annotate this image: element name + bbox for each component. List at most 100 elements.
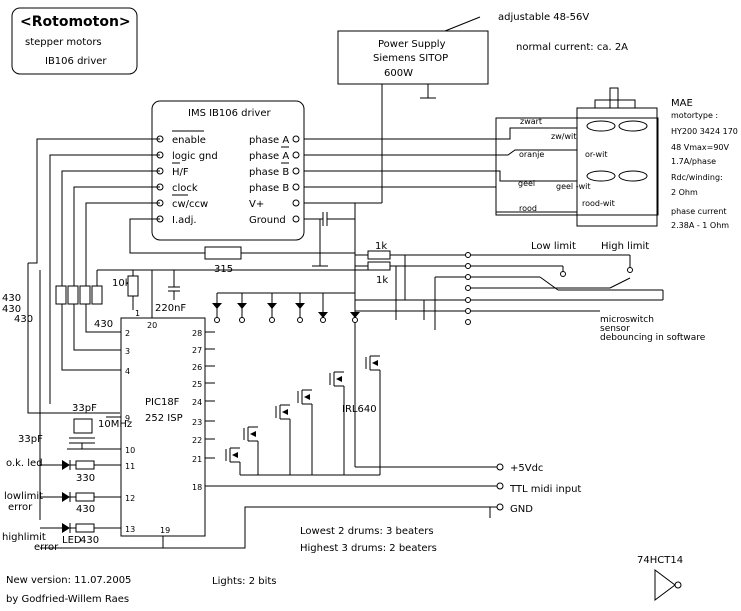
wire-roodwit: rood-wit [582, 199, 615, 208]
ps-note-adjustable: adjustable 48-56V [498, 12, 589, 23]
c220-label: 220nF [155, 303, 186, 314]
driver-left-pin-label: I.adj. [172, 215, 197, 226]
r430-3: 430 [14, 314, 33, 325]
lowlimit-label1: lowlimit [4, 491, 43, 502]
driver-left-pin-label: clock [172, 183, 198, 194]
mosfet [232, 452, 238, 458]
driver-right-pin-label: Ground [249, 215, 286, 226]
pic-right-pin-label: 25 [192, 380, 202, 389]
ok-led-label: o.k. led [6, 458, 43, 469]
limit-note2: sensor [600, 324, 630, 334]
terminal-5v: +5Vdc [510, 463, 543, 474]
r1k-a: 1k [375, 241, 387, 252]
pic-right-pin-label: 24 [192, 398, 202, 407]
driver-right-pin-label: V+ [249, 199, 264, 210]
motor-spec-line: 2.38A - 1 Ohm [671, 221, 729, 230]
footer-line2: by Godfried-Willem Raes [6, 594, 129, 605]
led-diode [62, 523, 70, 533]
pic-left-pin-label: 4 [125, 367, 130, 376]
note-ic: 74HCT14 [637, 555, 683, 566]
pic-left-pin-label: 10 [125, 446, 135, 455]
led-resistor [75, 523, 95, 533]
driver-left-pin-label: H/F [172, 167, 189, 178]
terminal-gnd: GND [510, 504, 533, 515]
led-resistor [75, 460, 95, 470]
pic-right-pin-label: 18 [192, 483, 202, 492]
r430-2: 430 [2, 304, 21, 315]
wire-geel: geel [518, 179, 535, 188]
low-limit-label: Low limit [531, 241, 576, 252]
driver-left-pin-label: cw/ccw [172, 199, 208, 210]
driver-right-pin-label: phase B [249, 183, 289, 194]
driver-right-pin [292, 183, 300, 191]
title-box: <Rotomoton> stepper motors IB106 driver [11, 7, 138, 75]
wire-orwit: or-wit [585, 150, 607, 159]
ps-note-current: normal current: ca. 2A [516, 42, 628, 53]
r330-label: 330 [76, 473, 95, 484]
pic-left-pin-label: 13 [125, 525, 135, 534]
title-line1: stepper motors [25, 37, 102, 48]
r430b-label: 430 [80, 535, 99, 546]
driver-left-pin-label: enable [172, 135, 206, 146]
diode [237, 303, 247, 309]
pic-right-pin-label: 21 [192, 455, 202, 464]
wire-zwwit: zw/wit [551, 132, 576, 141]
title-text: <Rotomoton> [20, 14, 131, 30]
note-drums1: Lowest 2 drums: 3 beaters [300, 526, 434, 537]
driver-right-pin [292, 199, 300, 207]
motor-spec-line: motortype : [671, 111, 718, 120]
c33b-label: 33pF [18, 434, 43, 445]
limit-note1: microswitch [600, 315, 654, 325]
pic-left-pin-label: 12 [125, 494, 135, 503]
pin1-label: 1 [135, 309, 140, 318]
motor-block: zwart oranje geel rood zw/wit or-wit gee… [304, 87, 738, 230]
led-diode [62, 460, 70, 470]
driver-right-pin-label: phase A [249, 151, 289, 162]
mosfet [372, 360, 378, 366]
high-limit-label: High limit [601, 241, 649, 252]
c33a-label: 33pF [72, 403, 97, 414]
motor-spec-line: MAE [671, 98, 693, 109]
driver-right-pin [292, 135, 300, 143]
r430-1: 430 [2, 293, 21, 304]
pic-left-pin-label: 9 [125, 414, 130, 423]
motor-spec-line: phase current [671, 207, 727, 216]
driver-right-pin [292, 215, 300, 223]
diode [295, 303, 305, 309]
wire-geelwit: geel -wit [556, 182, 590, 191]
r430-side: 430 [94, 319, 113, 330]
pin20-label: 20 [147, 321, 157, 330]
mosfet [282, 409, 288, 415]
note-drums2: Highest 3 drums: 2 beaters [300, 543, 437, 554]
wire-rood: rood [519, 204, 537, 213]
motor-spec-line: 1.7A/phase [671, 157, 716, 166]
pic-right-pin-label: 23 [192, 418, 202, 427]
mosfet [250, 431, 256, 437]
pin19-label: 19 [160, 526, 170, 535]
r10k-label: 10k [112, 278, 131, 289]
mosfet-label: IRL640 [342, 404, 377, 415]
led-label: LED [62, 535, 82, 546]
motor-spec-line: 2 Ohm [671, 188, 698, 197]
led-diode [62, 492, 70, 502]
motor-spec-line: HY200 3424 170 [671, 127, 738, 136]
pic-left-pin-label: 11 [125, 462, 135, 471]
driver-right-pin-label: phase A [249, 135, 289, 146]
wire-zwart: zwart [520, 117, 542, 126]
driver-left-pin-label: logic gnd [172, 151, 218, 162]
power-supply: Power Supply Siemens SITOP 600W adjustab… [337, 12, 628, 203]
driver-right-pin-label: phase B [249, 167, 289, 178]
lowlimit-label2: error [8, 502, 33, 513]
note-lights: Lights: 2 bits [212, 576, 277, 587]
wire-oranje: oranje [519, 150, 544, 159]
pic-right-pin-label: 22 [192, 436, 202, 445]
driver-title: IMS IB106 driver [188, 108, 271, 119]
pic-right-pin-label: 26 [192, 363, 202, 372]
mosfet [336, 376, 342, 382]
mosfet [304, 394, 310, 400]
highlimit-label1: highlimit [2, 532, 46, 543]
pic-left-pin-label: 3 [125, 347, 130, 356]
wiring: 315 430 430 430 430 10k [2, 138, 706, 553]
